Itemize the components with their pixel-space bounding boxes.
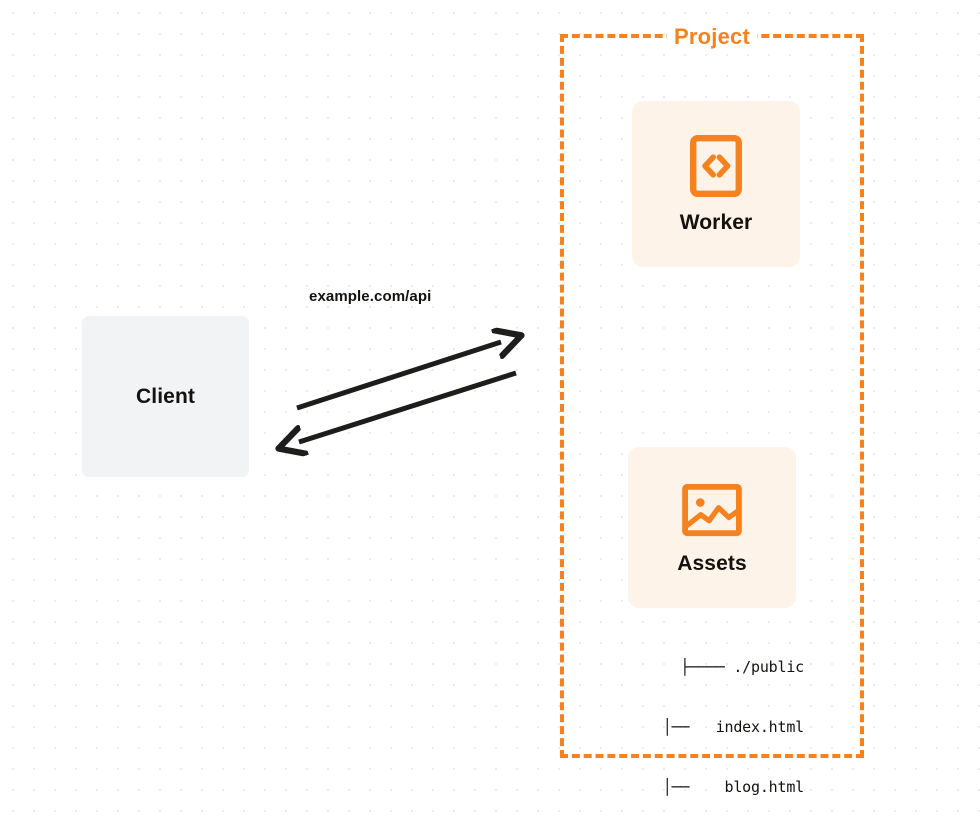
assets-node[interactable]: Assets <box>628 447 796 608</box>
image-picture-icon <box>682 480 742 540</box>
worker-node[interactable]: Worker <box>632 101 800 267</box>
worker-node-label: Worker <box>679 211 753 234</box>
request-arrow <box>296 342 501 411</box>
edge-label: example.com/api <box>309 288 432 305</box>
assets-file-tree: ├──── ./public │── index.html │── blog.h… <box>604 617 804 818</box>
client-node-label: Client <box>136 384 195 408</box>
client-node: Client <box>82 316 249 477</box>
project-container: Project <box>560 24 864 758</box>
file-tree-row: ├──── ./public <box>680 658 804 676</box>
assets-node-label: Assets <box>677 551 747 575</box>
code-brackets-icon <box>686 133 746 199</box>
project-title: Project <box>667 24 757 50</box>
file-tree-row: │── index.html <box>662 718 804 736</box>
response-arrow <box>299 370 517 442</box>
file-tree-row: │── blog.html <box>662 778 804 796</box>
